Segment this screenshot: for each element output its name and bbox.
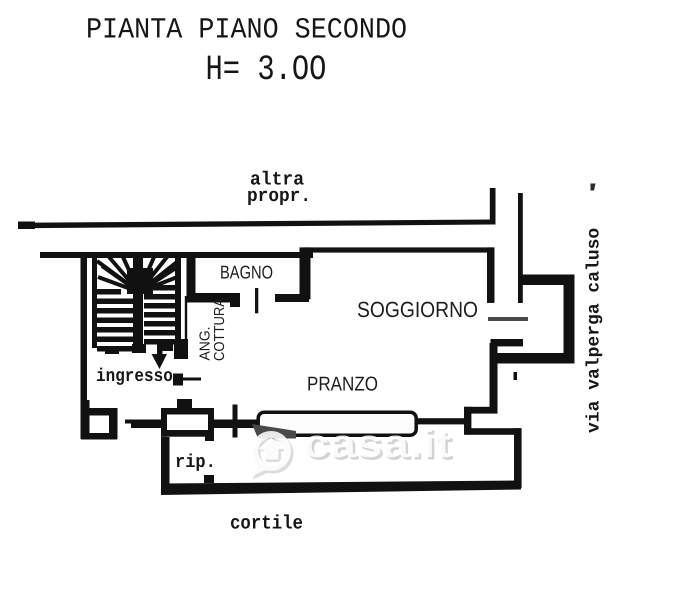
svg-text:H= 3.OO: H= 3.OO: [206, 49, 327, 90]
svg-text:ANG.: ANG.: [198, 327, 214, 361]
svg-text:cortile: cortile: [230, 514, 303, 536]
svg-text:PIANTA PIANO SECONDO: PIANTA PIANO SECONDO: [86, 15, 407, 48]
svg-text:COTTURA: COTTURA: [212, 298, 228, 361]
svg-text:SOGGIORNO: SOGGIORNO: [357, 297, 478, 322]
svg-text:ingresso: ingresso: [96, 366, 173, 387]
svg-text:rip.: rip.: [175, 453, 216, 474]
svg-text:casa.it: casa.it: [306, 425, 454, 469]
svg-text:PRANZO: PRANZO: [307, 374, 378, 396]
svg-text:propr.: propr.: [247, 186, 311, 207]
svg-text:via valperga caluso: via valperga caluso: [585, 228, 605, 433]
svg-text:altra: altra: [250, 170, 304, 191]
svg-text:BAGNO: BAGNO: [220, 262, 273, 283]
svg-text:casa.it: casa.it: [303, 422, 451, 466]
